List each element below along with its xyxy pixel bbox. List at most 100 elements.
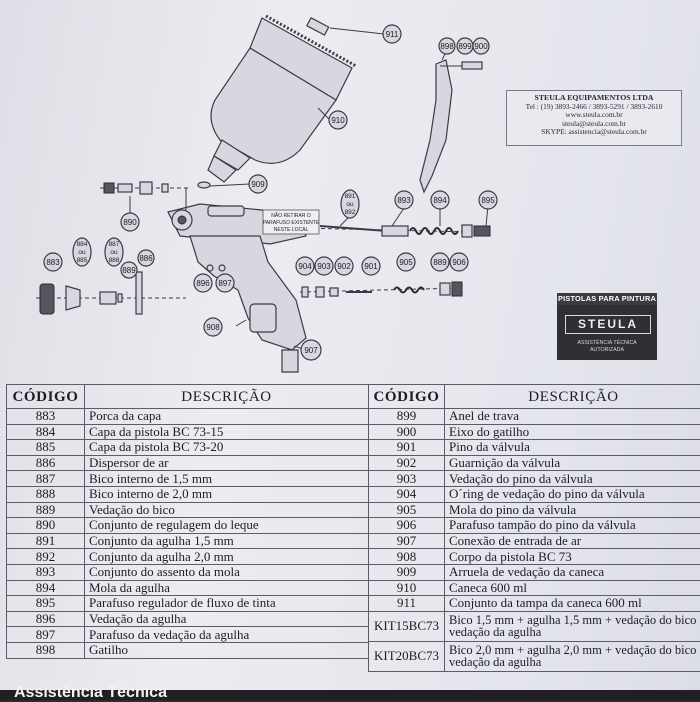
part-code: KIT20BC73	[369, 641, 445, 671]
part-description: Mola do pino da válvula	[445, 502, 700, 518]
svg-text:892: 892	[345, 209, 356, 216]
part-description: Bico 1,5 mm + agulha 1,5 mm + vedação do…	[445, 611, 700, 641]
steula-logo: STEULA	[565, 315, 651, 334]
svg-text:ou: ou	[78, 249, 86, 256]
part-description: Conexão de entrada de ar	[445, 533, 700, 549]
warning-text-3: NESTE LOCAL	[274, 227, 309, 233]
trigger	[420, 60, 482, 192]
table-header-row: CÓDIGO DESCRIÇÃO	[7, 385, 369, 409]
svg-text:889: 889	[122, 266, 136, 275]
code-header: CÓDIGO	[369, 385, 445, 409]
svg-text:902: 902	[337, 262, 351, 271]
part-description: Conjunto da agulha 1,5 mm	[85, 533, 369, 549]
part-code: 906	[369, 518, 445, 534]
svg-text:893: 893	[397, 196, 411, 205]
part-description: Capa da pistola BC 73-15	[85, 424, 369, 440]
svg-text:904: 904	[298, 262, 312, 271]
part-description: Guarnição da válvula	[445, 455, 700, 471]
desc-header: DESCRIÇÃO	[85, 385, 369, 409]
part-code: 910	[369, 580, 445, 596]
svg-text:906: 906	[452, 258, 466, 267]
part-code: 895	[7, 596, 85, 612]
part-code: 900	[369, 424, 445, 440]
part-code: 897	[7, 627, 85, 643]
part-description: Bico interno de 2,0 mm	[85, 486, 369, 502]
svg-text:885: 885	[77, 257, 88, 264]
part-description: Parafuso da vedação da agulha	[85, 627, 369, 643]
part-description: Anel de trava	[445, 409, 700, 425]
part-description: Vedação do pino da válvula	[445, 471, 700, 487]
part-description: Mola da agulha	[85, 580, 369, 596]
part-description: Pino da válvula	[445, 440, 700, 456]
paint-cup	[208, 16, 356, 182]
part-code: 911	[369, 596, 445, 612]
steula-badge: PISTOLAS PARA PINTURA STEULA ASSISTÊNCIA…	[557, 293, 657, 360]
desc-header: DESCRIÇÃO	[445, 385, 700, 409]
part-code: 887	[7, 471, 85, 487]
svg-text:894: 894	[433, 196, 447, 205]
company-skype: SKYPE: assistencia@steula.com.br	[507, 128, 681, 137]
part-description: Conjunto da agulha 2,0 mm	[85, 549, 369, 565]
part-description: Conjunto do assento da mola	[85, 564, 369, 580]
part-code: 886	[7, 455, 85, 471]
warning-text-2: PARAFUSO EXISTENTE	[263, 220, 320, 226]
part-code: 888	[7, 486, 85, 502]
code-header: CÓDIGO	[7, 385, 85, 409]
svg-text:886: 886	[139, 254, 153, 263]
part-code: 894	[7, 580, 85, 596]
part-code: 892	[7, 549, 85, 565]
warning-text-1: NÃO RETIRAR O	[271, 212, 311, 219]
part-description: Parafuso regulador de fluxo de tinta	[85, 596, 369, 612]
badge-title: PISTOLAS PARA PINTURA	[557, 293, 657, 305]
svg-text:888: 888	[109, 257, 120, 264]
svg-text:ou: ou	[346, 201, 354, 208]
svg-text:907: 907	[304, 346, 318, 355]
svg-text:890: 890	[123, 218, 137, 227]
part-description: Dispersor de ar	[85, 455, 369, 471]
svg-text:905: 905	[399, 258, 413, 267]
needle-assembly	[300, 225, 490, 237]
svg-text:ou: ou	[110, 249, 118, 256]
svg-text:883: 883	[46, 258, 60, 267]
part-code: 904	[369, 486, 445, 502]
part-code: 909	[369, 564, 445, 580]
part-code: 902	[369, 455, 445, 471]
svg-text:903: 903	[317, 262, 331, 271]
footer-label: Assistência Técnica	[14, 684, 167, 702]
fan-adjust-parts	[100, 182, 190, 210]
valve-assembly	[300, 282, 462, 297]
warning-label: NÃO RETIRAR O PARAFUSO EXISTENTE NESTE L…	[263, 210, 320, 234]
part-code: 898	[7, 642, 85, 658]
part-code: 901	[369, 440, 445, 456]
badge-body: STEULA ASSISTÊNCIA TÉCNICA AUTORIZADA	[557, 305, 657, 360]
nozzle-parts	[36, 272, 186, 314]
svg-text:910: 910	[331, 116, 345, 125]
svg-text:897: 897	[218, 279, 232, 288]
part-code: 885	[7, 440, 85, 456]
part-code: 899	[369, 409, 445, 425]
svg-text:909: 909	[251, 180, 265, 189]
part-code: KIT15BC73	[369, 611, 445, 641]
part-description: Vedação do bico	[85, 502, 369, 518]
svg-text:899: 899	[458, 42, 472, 51]
